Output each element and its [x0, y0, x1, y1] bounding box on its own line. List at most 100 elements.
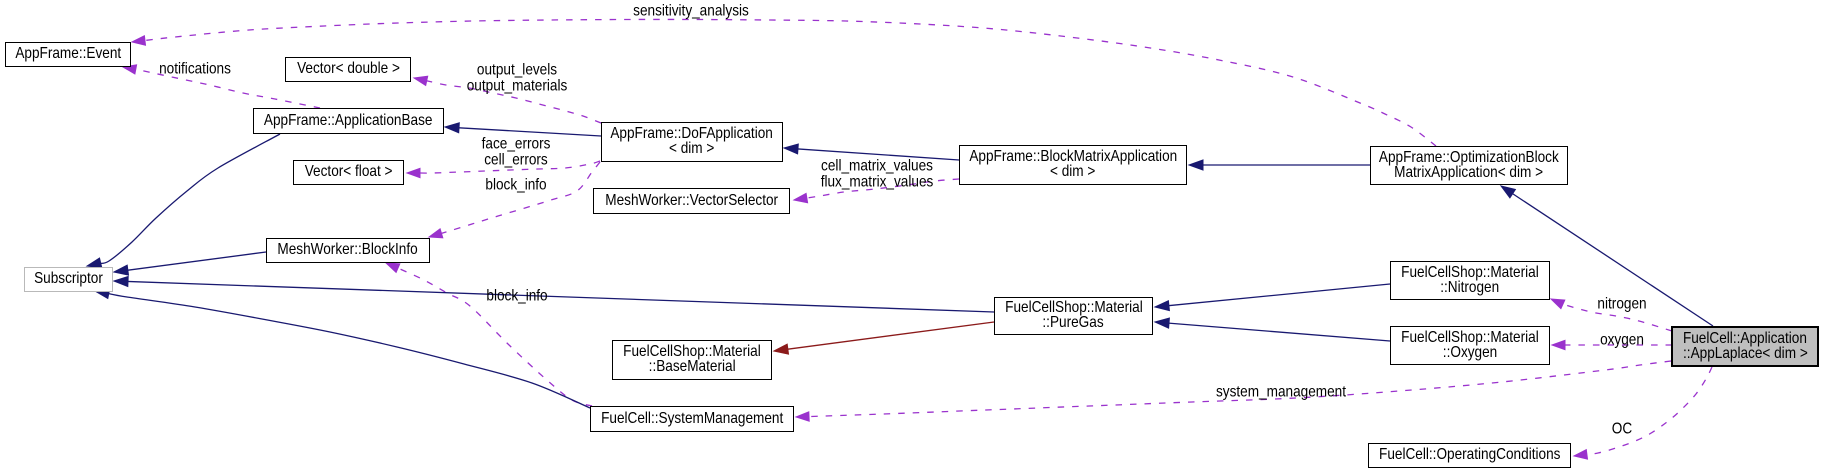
class-node-subscriptor: Subscriptor — [24, 267, 113, 292]
class-node-label: FuelCellShop::Material — [623, 343, 761, 361]
class-node-label: < dim > — [669, 140, 715, 157]
arrowhead-pure-gas-to-base-material — [772, 343, 790, 355]
class-node-fuelcellshop-material-oxygen[interactable]: FuelCellShop::Material ::Oxygen — [1390, 326, 1550, 365]
class-node-appframe-event[interactable]: AppFrame::Event — [5, 42, 131, 67]
arrowhead-optimization-block-matrix-application-to-event — [130, 35, 147, 46]
class-node-fuelcell-operatingconditions[interactable]: FuelCell::OperatingConditions — [1368, 443, 1571, 468]
class-node-fuelcellshop-material-puregas[interactable]: FuelCellShop::Material ::PureGas — [994, 297, 1153, 335]
class-node-fuelcellshop-material-basematerial[interactable]: FuelCellShop::Material ::BaseMaterial — [612, 340, 772, 380]
edge-oxygen-to-pure-gas — [1166, 322, 1391, 342]
class-node-fuelcell-application-applaplace: FuelCell::Application ::AppLaplace< dim … — [1671, 326, 1819, 367]
edge-label-line: flux_matrix_values — [820, 173, 934, 190]
class-node-label: AppFrame::Event — [15, 45, 121, 63]
edge-label-line: face_errors — [481, 135, 551, 153]
edge-label-system-management: system_management — [1205, 384, 1358, 400]
edge-label-line: cell_matrix_values — [821, 157, 933, 175]
arrowhead-oxygen-to-pure-gas — [1153, 317, 1170, 329]
edge-dof-application-to-application-base — [456, 127, 602, 137]
class-node-label: FuelCell::Application — [1683, 329, 1807, 347]
edge-app-laplace-to-operating-conditions — [1584, 366, 1713, 456]
arrowhead-app-laplace-to-oxygen — [1550, 339, 1566, 351]
class-node-label: MeshWorker::VectorSelector — [605, 191, 778, 209]
edge-block-info-to-subscriptor — [125, 251, 267, 272]
class-node-label: FuelCell::OperatingConditions — [1378, 446, 1561, 464]
edge-label-line: OC — [1611, 420, 1633, 438]
edge-application-base-to-subscriptor — [98, 133, 281, 265]
class-node-label: Subscriptor — [34, 270, 103, 288]
edge-label-line: oxygen — [1600, 331, 1644, 349]
edge-label-line: system_management — [1215, 383, 1347, 401]
class-node-label: Vector< float > — [304, 163, 393, 181]
class-node-label: AppFrame::ApplicationBase — [264, 111, 433, 129]
arrowhead-pure-gas-to-subscriptor — [112, 275, 129, 288]
class-node-appframe-optimizationblockmatrixapplication[interactable]: AppFrame::OptimizationBlock MatrixApplic… — [1370, 146, 1568, 185]
class-node-meshworker-blockinfo[interactable]: MeshWorker::BlockInfo — [266, 238, 430, 263]
arrowhead-app-laplace-to-operating-conditions — [1572, 448, 1589, 460]
edge-label-line: block_info — [485, 176, 547, 194]
class-node-label: AppFrame::OptimizationBlock — [1379, 148, 1559, 166]
class-node-vector-float[interactable]: Vector< float > — [293, 160, 404, 185]
class-node-label: < dim > — [1050, 163, 1096, 180]
class-node-appframe-blockmatrixapplication[interactable]: AppFrame::BlockMatrixApplication < dim > — [959, 145, 1187, 185]
edge-label-line: sensitivity_analysis — [633, 2, 749, 20]
arrowhead-block-matrix-application-to-vector-selector — [792, 192, 809, 204]
arrowhead-system-management-to-block-info — [384, 262, 401, 274]
edge-label-line: output_levels — [476, 61, 558, 79]
arrowhead-dof-application-to-vector-float — [405, 167, 421, 179]
class-node-vector-double[interactable]: Vector< double > — [285, 57, 411, 82]
edge-pure-gas-to-subscriptor — [125, 280, 995, 313]
edge-label-line: cell_errors — [484, 151, 548, 168]
arrowhead-dof-application-to-block-info — [427, 227, 444, 239]
class-node-label: Vector< double > — [296, 60, 400, 78]
edge-dof-application-to-block-info — [439, 161, 601, 235]
edge-label-line: block_info — [486, 287, 548, 305]
edge-pure-gas-to-base-material — [785, 321, 995, 351]
edge-dof-application-to-vector-float — [417, 160, 601, 174]
edge-optimization-block-matrix-application-to-event — [142, 18, 1437, 147]
class-node-label: FuelCellShop::Material — [1401, 263, 1539, 281]
class-node-label: ::AppLaplace< dim > — [1682, 344, 1808, 362]
edge-application-base-to-event — [133, 68, 321, 109]
class-node-label: AppFrame::DoFApplication — [610, 125, 774, 143]
class-node-appframe-dofapplication[interactable]: AppFrame::DoFApplication < dim > — [601, 122, 783, 162]
class-node-label: ::Oxygen — [1442, 343, 1498, 361]
edge-label-notifications: notifications — [153, 61, 238, 77]
edge-dof-application-to-vector-double — [424, 79, 602, 124]
edge-label-line: nitrogen — [1597, 295, 1647, 313]
edge-label-cell-matrix-values-flux-matrix-values: cell_matrix_values flux_matrix_values — [811, 157, 944, 190]
class-node-fuelcellshop-material-nitrogen[interactable]: FuelCellShop::Material ::Nitrogen — [1390, 261, 1550, 300]
edge-app-laplace-to-system-management — [806, 360, 1672, 418]
edge-label-output-levels-output-materials: output_levels output_materials — [458, 61, 576, 94]
edge-label-sensitivity-analysis: sensitivity_analysis — [623, 3, 759, 19]
edge-block-matrix-application-to-dof-application — [795, 148, 960, 161]
edge-nitrogen-to-pure-gas — [1166, 283, 1391, 307]
arrowhead-block-matrix-application-to-dof-application — [782, 143, 799, 155]
edge-label-face-errors-cell-errors: face_errors cell_errors — [476, 135, 557, 168]
arrowhead-app-laplace-to-nitrogen — [1549, 298, 1566, 310]
edge-label-oc: OC — [1610, 421, 1634, 437]
arrowhead-application-base-to-subscriptor — [85, 257, 103, 269]
edge-label-block-info-lower: block_info — [481, 288, 553, 304]
class-node-label: ::BaseMaterial — [648, 358, 736, 375]
arrowhead-app-laplace-to-optimization-block-matrix-application — [1499, 185, 1517, 199]
arrowhead-dof-application-to-application-base — [443, 122, 460, 134]
class-node-appframe-applicationbase[interactable]: AppFrame::ApplicationBase — [253, 108, 444, 134]
class-node-label: FuelCellShop::Material — [1401, 328, 1539, 346]
arrowhead-optimization-block-matrix-application-to-block-matrix-application — [1187, 159, 1204, 171]
edge-system-management-to-block-info — [395, 266, 593, 407]
class-node-label: AppFrame::BlockMatrixApplication — [969, 148, 1177, 166]
edge-label-line: notifications — [159, 60, 231, 78]
class-node-label: FuelCellShop::Material — [1004, 299, 1143, 317]
edge-system-management-to-subscriptor — [106, 292, 591, 409]
edge-label-oxygen: oxygen — [1596, 332, 1648, 348]
class-node-meshworker-vectorselector[interactable]: MeshWorker::VectorSelector — [593, 188, 790, 214]
edge-label-line: output_materials — [466, 77, 568, 94]
edge-label-block-info-upper: block_info — [480, 177, 552, 193]
edge-label-nitrogen: nitrogen — [1593, 296, 1651, 312]
arrowhead-nitrogen-to-pure-gas — [1153, 299, 1170, 312]
class-node-label: FuelCell::SystemManagement — [600, 409, 784, 427]
class-node-fuelcell-systemmanagement[interactable]: FuelCell::SystemManagement — [590, 406, 794, 432]
class-node-label: ::Nitrogen — [1440, 278, 1500, 296]
arrowhead-block-info-to-subscriptor — [112, 264, 130, 276]
